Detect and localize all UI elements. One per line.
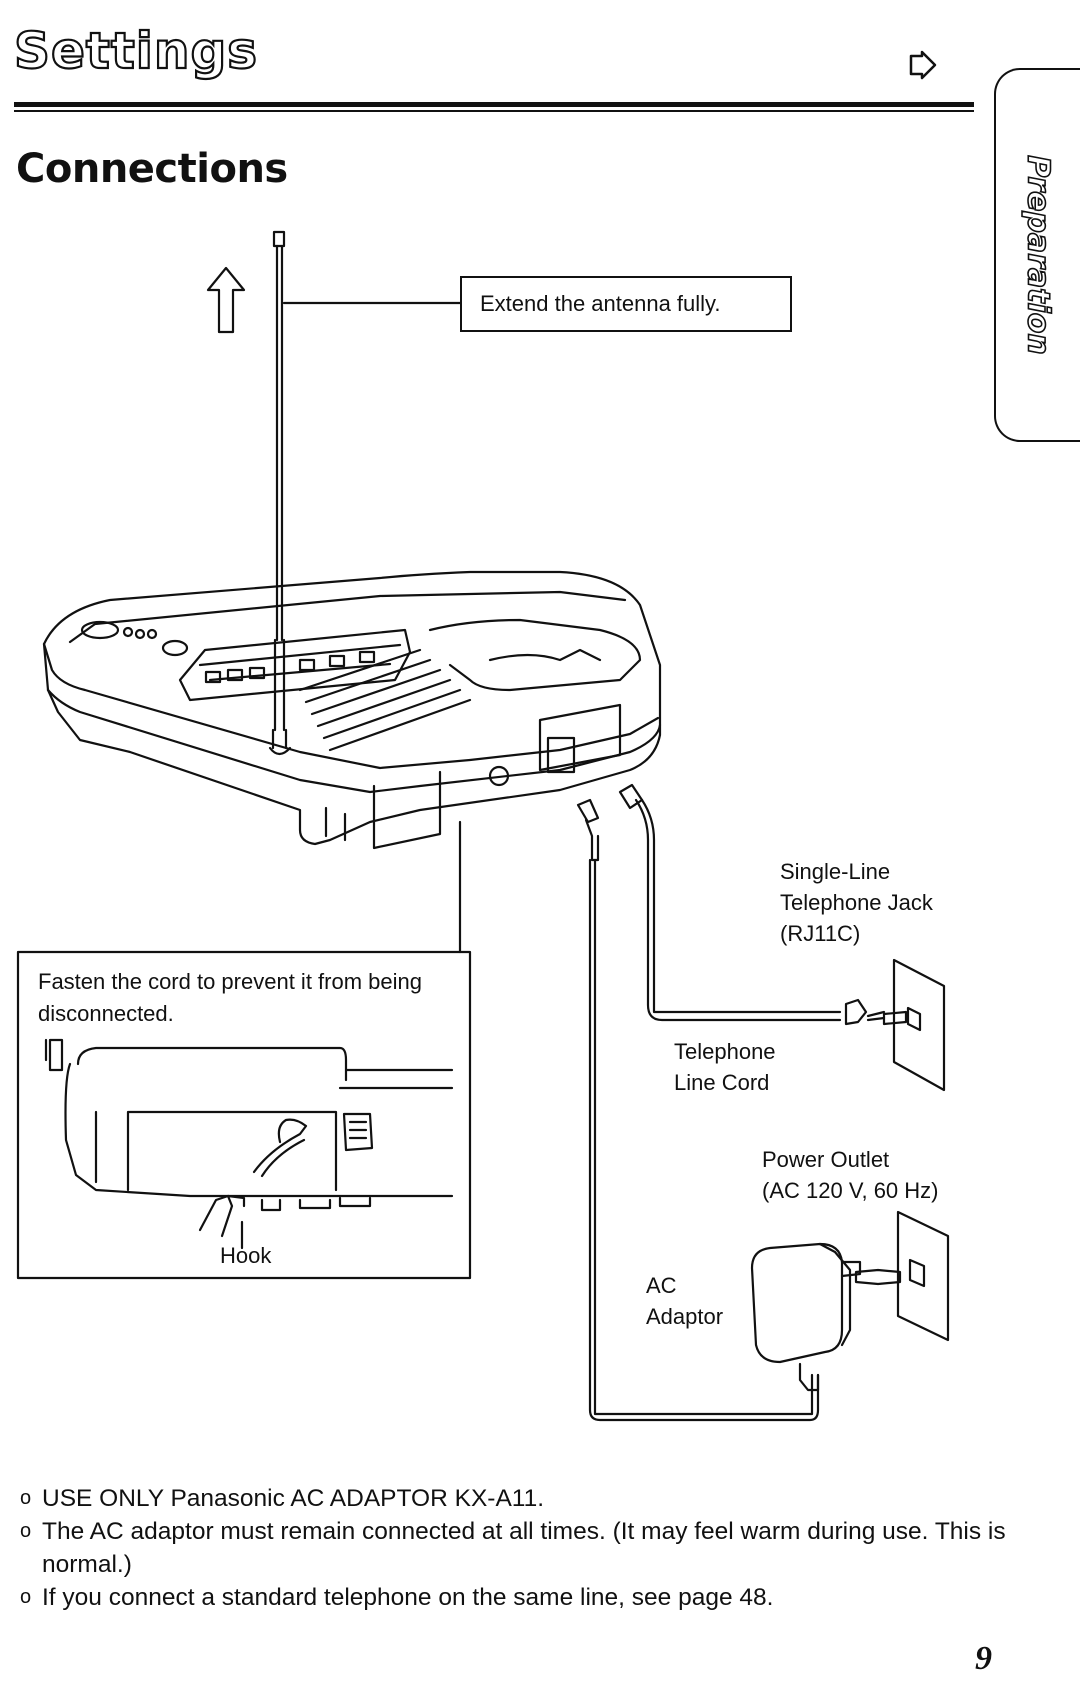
base-unit-drawing (42, 570, 662, 850)
hook-label: Hook (220, 1243, 272, 1268)
note-item: The AC adaptor must remain connected at … (20, 1515, 1020, 1581)
power-outlet-label: Power Outlet (AC 120 V, 60 Hz) (762, 1147, 939, 1203)
telephone-line-cord-drawing (618, 783, 886, 1026)
note-item: USE ONLY Panasonic AC ADAPTOR KX-A11. (20, 1482, 1020, 1515)
phone-jack-label: Single-Line Telephone Jack (RJ11C) (780, 859, 933, 946)
connection-diagram (16, 230, 950, 1422)
antenna-callout: Extend the antenna fully. (460, 276, 792, 332)
power-outlet-drawing (854, 1210, 950, 1342)
cord-hook-inset (16, 950, 472, 1280)
page-header-title: Settings (13, 21, 259, 81)
notes-list: USE ONLY Panasonic AC ADAPTOR KX-A11. Th… (20, 1482, 1020, 1614)
continue-arrow-icon (909, 50, 937, 80)
antenna-drawing (268, 230, 462, 756)
note-item: If you connect a standard telephone on t… (20, 1581, 1020, 1614)
side-tab: Preparation (994, 68, 1080, 442)
header-rule-thin (14, 110, 974, 112)
section-title: Connections (16, 146, 288, 192)
up-arrow-icon (206, 266, 246, 334)
ac-adaptor-drawing (750, 1242, 862, 1392)
line-cord-label: Telephone Line Cord (674, 1039, 776, 1095)
ac-adaptor-cord-drawing (576, 798, 820, 1422)
header-rule (14, 102, 974, 107)
wall-jack-drawing (882, 958, 946, 1092)
inset-instruction: Fasten the cord to prevent it from being… (38, 969, 422, 1026)
page-number: 9 (975, 1640, 992, 1677)
ac-adaptor-label: AC Adaptor (646, 1273, 724, 1329)
